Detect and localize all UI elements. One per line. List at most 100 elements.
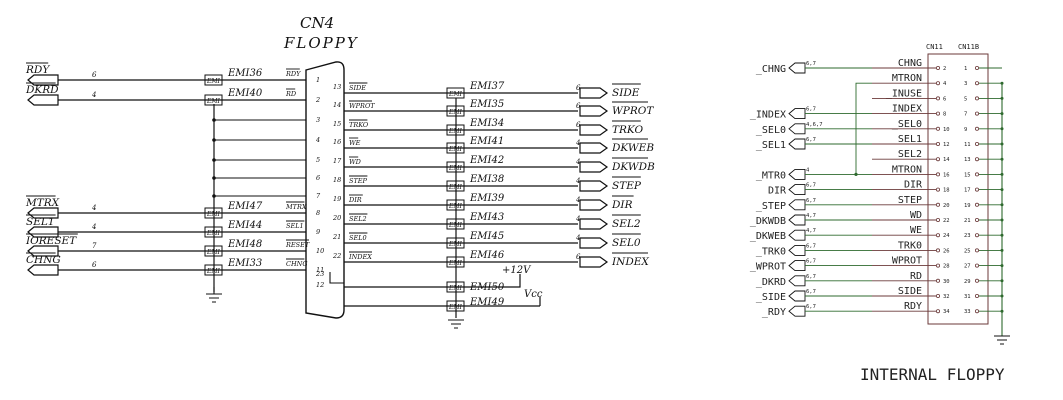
input-label: MTRX	[25, 197, 60, 209]
connector-pin: 21	[332, 233, 341, 241]
emi-label: EMI39	[469, 193, 505, 204]
pin-number: 14	[943, 157, 950, 163]
pin-number: 1	[964, 66, 967, 72]
signal-label: WPROT	[349, 102, 375, 110]
connector-pin: 5	[316, 156, 320, 164]
pin-number: 22	[943, 218, 950, 224]
offpage-connector-icon	[579, 124, 609, 136]
connector-pin: 6	[316, 174, 320, 182]
signal-label: INDEX	[348, 253, 372, 261]
input-ref: 7	[92, 242, 97, 250]
connector-pin: 19	[333, 195, 341, 203]
svg-text:EMI: EMI	[206, 230, 221, 237]
cn11-signal: _SEL0	[892, 119, 922, 130]
pin-number: 11	[964, 142, 971, 148]
offpage-connector-icon	[579, 105, 609, 117]
pin-circle-icon	[975, 263, 980, 268]
output-label: DIR	[611, 199, 633, 211]
svg-text:EMI: EMI	[448, 285, 463, 292]
emi-label: EMI33	[227, 258, 262, 269]
output-ref: 4	[575, 215, 580, 223]
net-label: _DKWEB	[750, 231, 786, 242]
output-ref: 6	[576, 121, 581, 129]
connector-pin: 15	[333, 120, 341, 128]
pin-number: 18	[943, 188, 950, 194]
offpage-connector-icon	[788, 138, 806, 150]
offpage-connector-icon	[579, 199, 609, 211]
pin-circle-icon	[975, 157, 980, 162]
cn11-signal: MTRON	[892, 73, 922, 84]
offpage-connector-icon	[579, 142, 609, 154]
svg-text:EMI: EMI	[206, 98, 221, 105]
pin-number: 29	[964, 279, 971, 285]
junction-dot	[854, 172, 858, 176]
pin-number: 8	[943, 112, 946, 118]
output-ref: 6	[576, 102, 581, 110]
pin-circle-icon	[936, 66, 941, 71]
emi-label: EMI44	[227, 220, 262, 231]
pin-circle-icon	[975, 81, 980, 86]
pin-number: 28	[943, 264, 950, 270]
output-label: WPROT	[612, 105, 654, 117]
signal-label: WD	[349, 158, 362, 166]
cn11-signal: _INDEX	[886, 104, 922, 115]
junction-dot	[1000, 248, 1004, 252]
junction-dot	[1000, 81, 1004, 85]
pin-circle-icon	[975, 248, 980, 253]
pin-circle-icon	[936, 217, 941, 222]
cn4-connector-body	[305, 61, 345, 319]
output-ref: 4	[575, 139, 580, 147]
connector-pin: 18	[333, 176, 341, 184]
input-ref: 4	[91, 91, 96, 99]
mtron-link	[855, 82, 872, 175]
signal-label: WE	[349, 139, 361, 147]
junction-dot	[212, 118, 216, 122]
signal-label: SEL0	[349, 234, 367, 242]
net-ref: 6,7	[806, 274, 816, 280]
output-label: DKWEB	[611, 142, 654, 154]
pin-number: 17	[964, 188, 971, 194]
cn4-title: CN4	[300, 14, 334, 32]
signal-label: CHNG	[286, 260, 308, 268]
connector-pin: 7	[316, 192, 321, 200]
output-ref: 4	[575, 158, 580, 166]
svg-text:EMI: EMI	[448, 260, 463, 267]
net-label: _TRK0	[756, 246, 786, 257]
connector-pin: 17	[333, 157, 342, 165]
signal-label: RDY	[285, 70, 301, 78]
junction-dot	[1000, 279, 1004, 283]
emi-label: EMI46	[469, 250, 505, 261]
input-label: CHNG	[26, 254, 61, 266]
ground-icon	[448, 319, 464, 329]
emi-label: EMI41	[469, 136, 504, 147]
output-label: TRKO	[612, 124, 643, 136]
pin-circle-icon	[936, 187, 941, 192]
connector-pin: 2	[315, 96, 320, 104]
svg-text:EMI: EMI	[448, 91, 463, 98]
emi-filter	[446, 281, 465, 293]
pin-number: 19	[964, 203, 971, 209]
offpage-connector-icon	[788, 108, 806, 120]
offpage-connector-icon	[788, 290, 806, 302]
offpage-connector-icon	[27, 94, 59, 106]
offpage-connector-icon	[788, 123, 806, 135]
connector-pin: 13	[333, 83, 341, 91]
emi-label: EMI45	[469, 231, 504, 242]
connector-pin: 23	[315, 270, 324, 278]
emi-filter	[446, 300, 465, 312]
pin-circle-icon	[936, 126, 941, 131]
